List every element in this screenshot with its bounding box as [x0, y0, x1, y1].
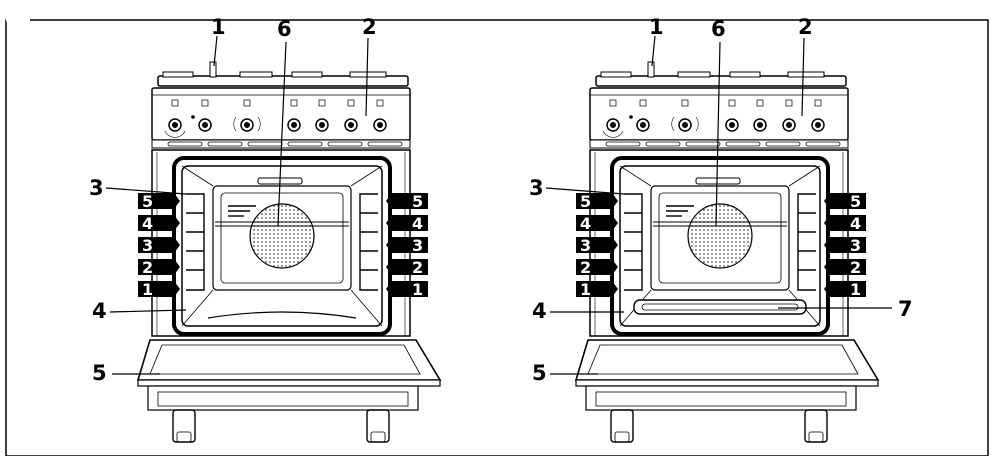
- shelf-level: 5: [412, 192, 423, 211]
- shelf-tags-right: 5 4 3 2 1: [824, 192, 866, 299]
- callout-1: 1: [649, 15, 664, 39]
- callout-2: 2: [362, 15, 377, 39]
- shelf-tags-left: 5 4 3 2 1: [138, 192, 180, 299]
- shelf-level: 4: [142, 214, 153, 233]
- callout-1: 1: [211, 15, 226, 39]
- shelf-level: 5: [850, 192, 861, 211]
- shelf-level: 1: [142, 280, 153, 299]
- shelf-level: 2: [412, 258, 423, 277]
- shelf-level: 1: [850, 280, 861, 299]
- oven-right: 1 2 3 4 5 6 7 5 4 3 2 1 5 4 3 2: [529, 15, 913, 444]
- shelf-level: 3: [850, 236, 861, 255]
- callout-3: 3: [89, 176, 104, 200]
- callout-5: 5: [532, 361, 547, 385]
- shelf-level: 3: [412, 236, 423, 255]
- shelf-level: 2: [142, 258, 153, 277]
- shelf-level: 5: [142, 192, 153, 211]
- shelf-level: 2: [850, 258, 861, 277]
- callout-4: 4: [532, 299, 547, 323]
- shelf-level: 4: [412, 214, 423, 233]
- shelf-level: 3: [142, 236, 153, 255]
- callout-3: 3: [529, 176, 544, 200]
- shelf-level: 4: [850, 214, 861, 233]
- callout-6: 6: [711, 17, 726, 41]
- callout-2: 2: [798, 15, 813, 39]
- oven-left: 1 2 3 4 5 6 5 4 3 2 1 5 4 3 2: [89, 15, 442, 444]
- callout-4: 4: [92, 299, 107, 323]
- page-border: [5, 19, 989, 456]
- shelf-level: 1: [580, 280, 591, 299]
- shelf-level: 1: [412, 280, 423, 299]
- callout-5: 5: [92, 361, 107, 385]
- shelf-tags-left: 5 4 3 2 1: [576, 192, 618, 299]
- shelf-level: 2: [580, 258, 591, 277]
- callout-7: 7: [898, 297, 913, 321]
- shelf-tags-right: 5 4 3 2 1: [386, 192, 428, 299]
- shelf-level: 4: [580, 214, 591, 233]
- shelf-level: 5: [580, 192, 591, 211]
- callout-6: 6: [277, 17, 292, 41]
- shelf-level: 3: [580, 236, 591, 255]
